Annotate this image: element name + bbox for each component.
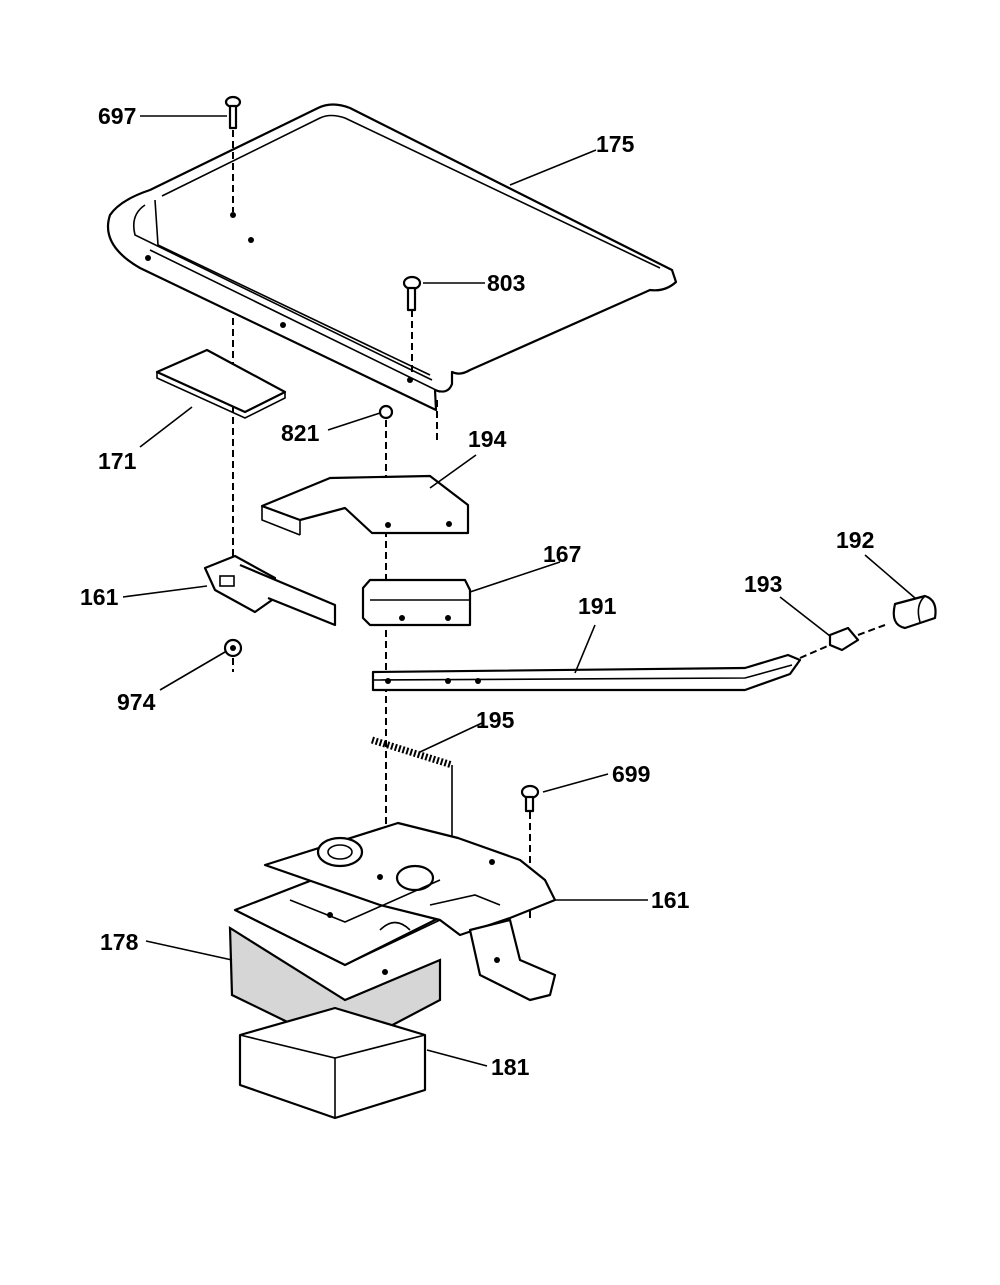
part-175-cover-plate (106, 103, 678, 412)
label-178: 178 (100, 929, 139, 955)
part-821-nut (378, 404, 394, 860)
leader-lines (122, 115, 916, 1067)
part-171-pad (155, 348, 287, 419)
label-821: 821 (281, 420, 320, 446)
label-193: 193 (744, 571, 782, 597)
label-161-lower: 161 (651, 887, 690, 913)
part-181-block (238, 1006, 427, 1120)
part-167-block (361, 578, 472, 627)
label-699: 699 (612, 761, 650, 787)
label-697: 697 (98, 103, 136, 129)
label-803: 803 (487, 270, 525, 296)
part-178-housing (228, 821, 557, 1052)
part-191-lever (371, 653, 802, 692)
label-194: 194 (468, 426, 507, 452)
part-161-switch-upper (203, 554, 337, 627)
label-195: 195 (476, 707, 515, 733)
label-175: 175 (596, 131, 635, 157)
part-803-screw (402, 275, 438, 440)
part-192-knob (892, 594, 937, 630)
label-191: 191 (578, 593, 617, 619)
label-161-upper: 161 (80, 584, 119, 610)
label-167: 167 (543, 541, 581, 567)
part-labels: 697 175 803 171 821 194 161 167 192 193 … (80, 103, 874, 1080)
part-193-clip (799, 624, 886, 659)
part-974-nut (223, 638, 243, 672)
label-192: 192 (836, 527, 874, 553)
part-194-bracket (260, 474, 470, 536)
part-697-screw (224, 95, 242, 570)
label-974: 974 (117, 689, 156, 715)
label-181: 181 (491, 1054, 530, 1080)
label-171: 171 (98, 448, 137, 474)
